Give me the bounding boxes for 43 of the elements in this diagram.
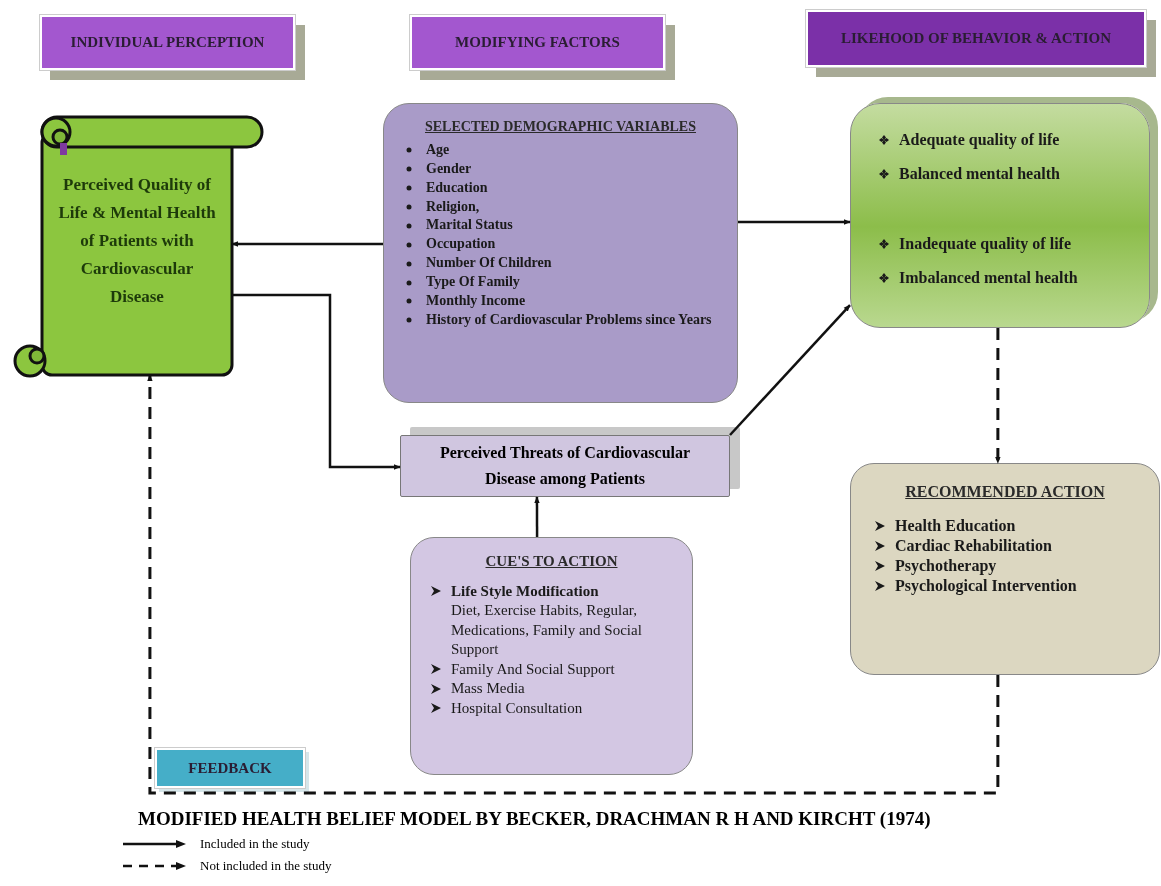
list-item: Gender	[426, 160, 472, 176]
list-item: Occupation	[426, 236, 496, 252]
item-description: Diet, Exercise Habits, Regular, Medications, Family and Social Support	[451, 602, 642, 657]
legend-text: Not included in the study	[200, 858, 332, 874]
caption: MODIFIED HEALTH BELIEF MODEL BY BECKER, DRACHMAN R H AND KIRCHT (1974)	[138, 808, 931, 830]
list-item: Age	[426, 141, 450, 157]
list-item: Number Of Children	[426, 255, 552, 271]
arrow	[729, 304, 851, 436]
recommended-action-box	[850, 463, 1160, 675]
list-item: Family And Social Support	[451, 660, 615, 677]
arrow	[738, 219, 851, 225]
section-heading: SELECTED DEMOGRAPHIC VARIABLES	[424, 118, 697, 136]
list-item: Imbalanced mental health	[899, 269, 1078, 286]
list-item: Psychotherapy	[895, 557, 997, 574]
list-item: Adequate quality of life	[899, 131, 1060, 148]
list-item: Marital Status	[426, 217, 513, 233]
header-text: MODIFYING FACTORS	[455, 34, 620, 51]
header-text: FEEDBACK	[188, 759, 272, 777]
list-item: Type Of Family	[426, 274, 520, 290]
list-item: Monthly Income	[426, 293, 526, 308]
list-item: History of Cardiovascular Problems since Years	[426, 311, 712, 327]
list-item: Mass Media	[451, 680, 525, 696]
list-item: Hospital Consultation	[451, 699, 583, 716]
section-heading: CUE'S TO ACTION	[484, 552, 619, 571]
header-text: INDIVIDUAL PERCEPTION	[70, 34, 265, 51]
legend-text: Included in the study	[200, 836, 310, 852]
list-item: Inadequate quality of life	[899, 235, 1071, 252]
list-item: Balanced mental health	[899, 165, 1060, 182]
dashed-arrow	[995, 328, 1001, 464]
concept-text: Perceived Quality of Life & Mental Health of Patients with Cardiovascular Disease	[57, 174, 217, 309]
list-item: Religion,	[426, 198, 480, 214]
box-text: Perceived Threats of Cardiovascular Disease among Patients	[438, 443, 692, 490]
list-item: Psychological Intervention	[895, 577, 1077, 594]
list-item: Health Education	[895, 517, 1016, 534]
demographics-box	[383, 103, 738, 403]
header-text: LIKEHOOD OF BEHAVIOR & ACTION	[840, 30, 1111, 47]
list-item: Life Style Modification	[451, 582, 599, 599]
section-heading: RECOMMENDED ACTION	[904, 482, 1106, 502]
list-item: Education	[426, 179, 488, 195]
cues-to-action-box	[410, 537, 693, 775]
arrow	[534, 496, 540, 537]
arrow	[232, 293, 401, 470]
list-item: Cardiac Rehabilitation	[895, 537, 1052, 554]
